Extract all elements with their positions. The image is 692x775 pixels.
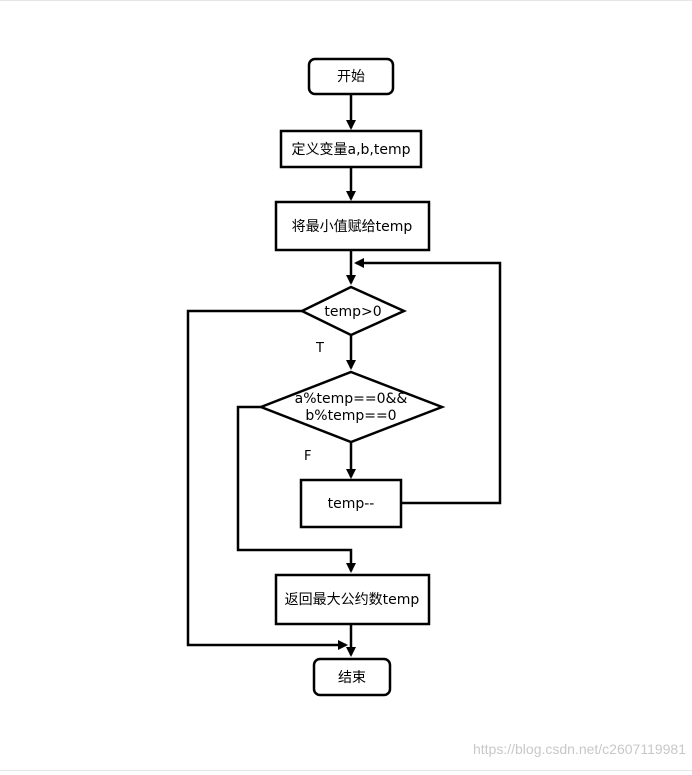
node-cond-mod-line2: b%temp==0 — [305, 408, 396, 424]
top-border — [0, 0, 692, 1]
node-cond-temp-label: temp>0 — [324, 304, 381, 320]
node-define-vars: 定义变量a,b,temp — [279, 129, 423, 169]
node-define-vars-label: 定义变量a,b,temp — [292, 142, 411, 158]
watermark-text: https://blog.csdn.net/c2607119981 — [472, 741, 686, 757]
node-return-gcd: 返回最大公约数temp — [274, 573, 431, 626]
node-assign-min: 将最小值赋给temp — [274, 200, 431, 252]
node-cond-mod: a%temp==0&& b%temp==0 — [257, 370, 446, 444]
node-cond-temp: temp>0 — [299, 285, 408, 337]
node-end: 结束 — [312, 657, 392, 697]
edge-mod-true-to-return — [236, 405, 356, 573]
edge-cond-false-to-end — [186, 309, 348, 650]
node-decrement: temp-- — [299, 478, 403, 529]
node-return-gcd-label: 返回最大公约数temp — [285, 592, 420, 608]
node-assign-min-label: 将最小值赋给temp — [292, 219, 413, 235]
node-cond-mod-line1: a%temp==0&& — [295, 391, 408, 407]
edge-label-true: T — [315, 341, 324, 356]
edge-label-false: F — [304, 449, 311, 464]
bottom-border — [0, 770, 692, 771]
node-decrement-label: temp-- — [328, 496, 375, 512]
edges — [186, 94, 502, 657]
edge-decrement-loop-back — [354, 258, 502, 505]
node-start: 开始 — [307, 57, 395, 96]
node-start-label: 开始 — [337, 69, 365, 85]
node-end-label: 结束 — [338, 670, 366, 686]
